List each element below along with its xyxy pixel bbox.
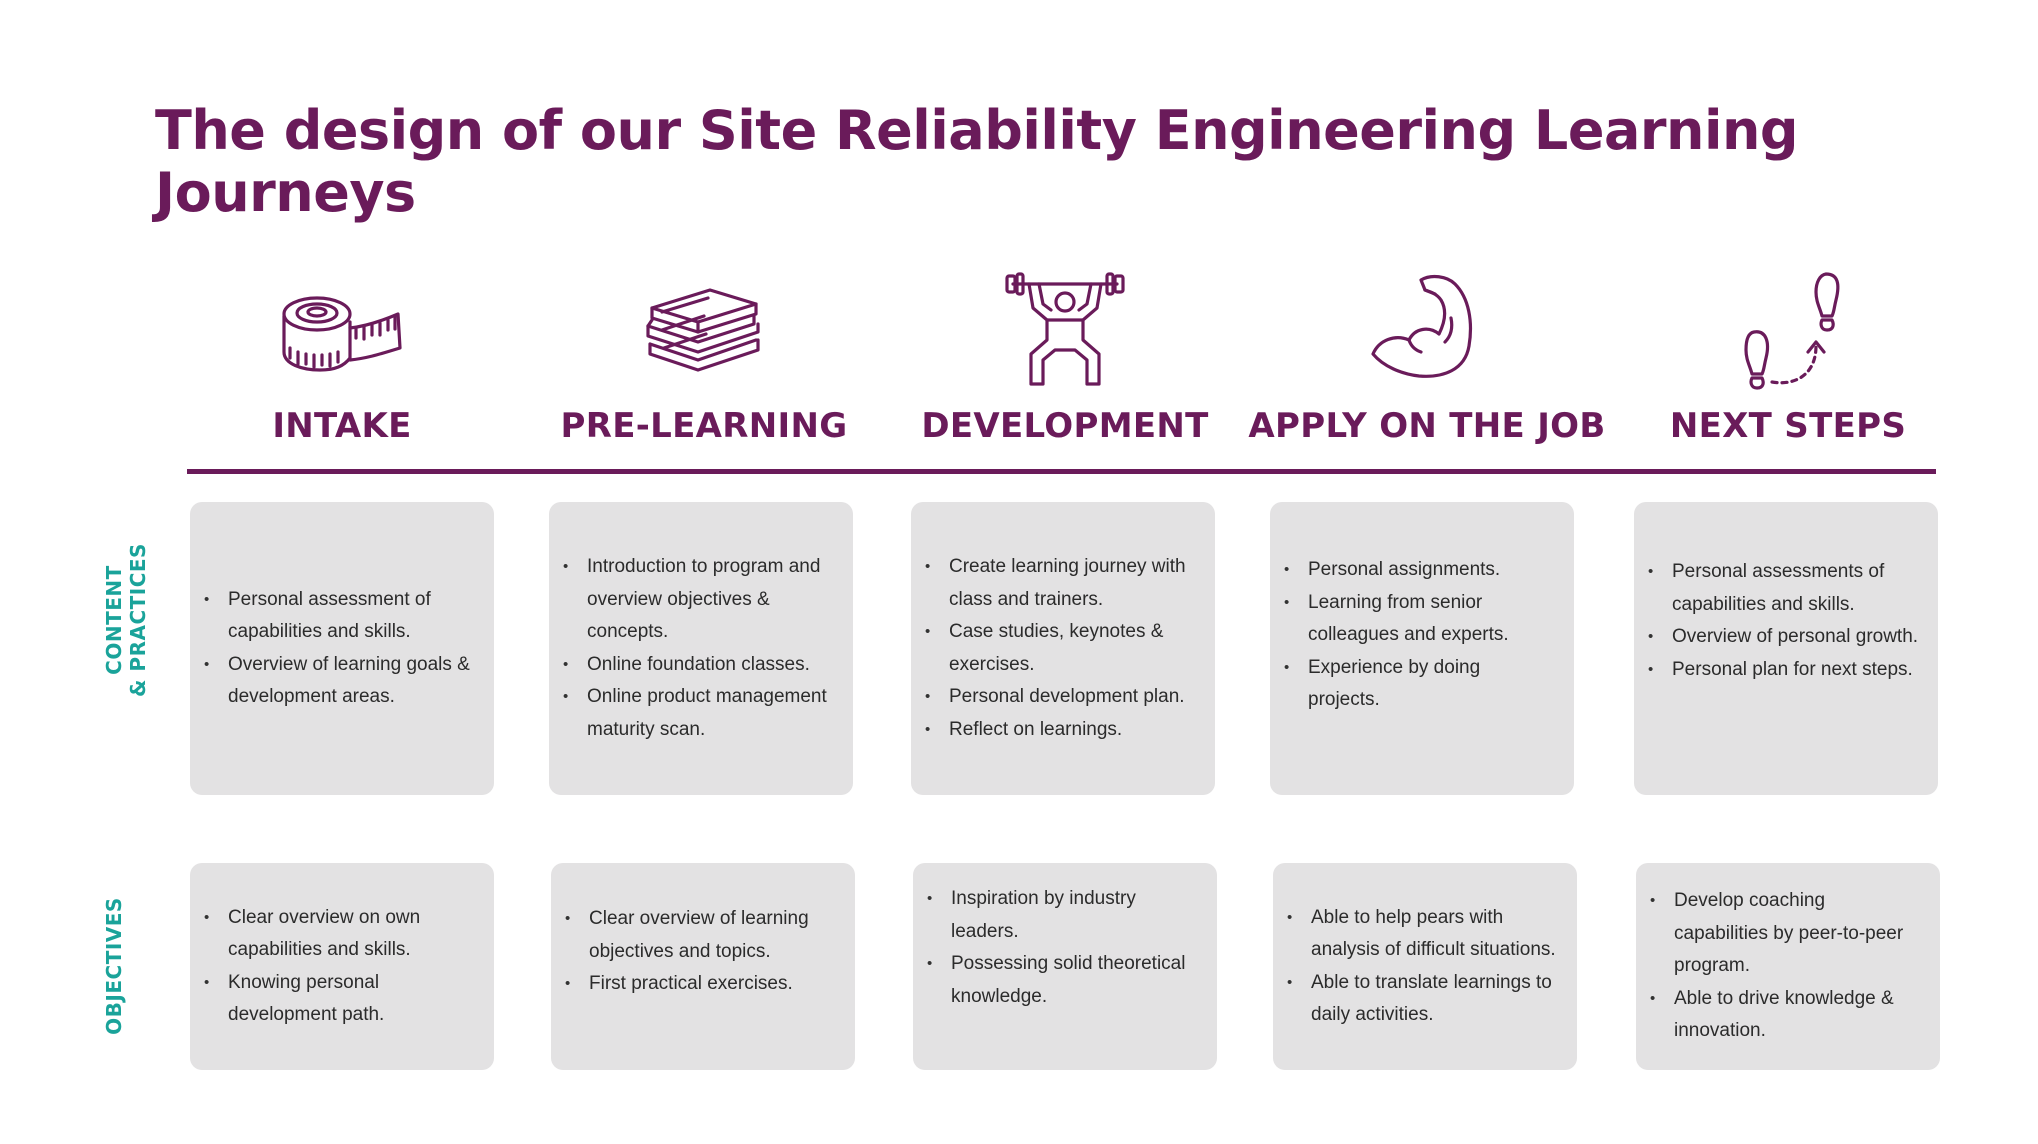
objectives-card-development: Inspiration by industry leaders. Possess… (913, 863, 1217, 1070)
objectives-list: Able to help pears with analysis of diff… (1287, 902, 1559, 1032)
content-card-development: Create learning journey with class and t… (911, 502, 1215, 795)
content-list: Introduction to program and overview obj… (563, 551, 835, 746)
objectives-list: Clear overview of learning objectives an… (565, 903, 837, 1001)
list-item: Possessing solid theoretical knowledge. (927, 948, 1199, 1013)
list-item: Introduction to program and overview obj… (563, 551, 835, 649)
list-item: Personal assignments. (1284, 554, 1556, 587)
list-item: Case studies, keynotes & exercises. (925, 616, 1197, 681)
list-item: Online foundation classes. (563, 649, 835, 682)
stage-pre-learning: PRE-LEARNING (552, 0, 856, 460)
list-item: Develop coaching capabilities by peer-to… (1650, 885, 1922, 983)
list-item: Inspiration by industry leaders. (927, 883, 1199, 948)
objectives-list: Clear overview on own capabilities and s… (204, 902, 476, 1032)
list-item: Learning from senior colleagues and expe… (1284, 587, 1556, 652)
list-item: Personal plan for next steps. (1648, 654, 1920, 687)
content-list: Personal assessment of capabilities and … (204, 584, 476, 714)
stage-label: NEXT STEPS (1669, 406, 1907, 446)
stage-next-steps: NEXT STEPS (1636, 0, 1940, 460)
content-card-intake: Personal assessment of capabilities and … (190, 502, 494, 795)
list-item: Experience by doing projects. (1284, 652, 1556, 717)
list-item: Knowing personal development path. (204, 967, 476, 1032)
list-item: Able to drive knowledge & innovation. (1650, 983, 1922, 1048)
weightlifter-icon (913, 272, 1217, 392)
row-label-content-practices: CONTENT & PRACTICES (102, 543, 150, 697)
list-item: Reflect on learnings. (925, 714, 1197, 747)
page-title: The design of our Site Reliability Engin… (155, 99, 1799, 224)
list-item: Able to help pears with analysis of diff… (1287, 902, 1559, 967)
list-item: Overview of personal growth. (1648, 621, 1920, 654)
stage-label: APPLY ON THE JOB (1248, 406, 1606, 446)
list-item: First practical exercises. (565, 968, 837, 1001)
stage-apply-on-the-job: APPLY ON THE JOB (1248, 0, 1605, 460)
content-list: Create learning journey with class and t… (925, 551, 1197, 746)
list-item: Overview of learning goals & development… (204, 649, 476, 714)
books-icon (552, 272, 856, 392)
content-card-pre-learning: Introduction to program and overview obj… (549, 502, 853, 795)
objectives-card-next-steps: Develop coaching capabilities by peer-to… (1636, 863, 1940, 1070)
row-label-objectives: OBJECTIVES (102, 897, 126, 1035)
header-divider (187, 469, 1936, 474)
list-item: Create learning journey with class and t… (925, 551, 1197, 616)
objectives-list: Inspiration by industry leaders. Possess… (927, 883, 1199, 1013)
stage-development: DEVELOPMENT (913, 0, 1217, 460)
objectives-list: Develop coaching capabilities by peer-to… (1650, 885, 1922, 1048)
list-item: Clear overview of learning objectives an… (565, 903, 837, 968)
objectives-card-intake: Clear overview on own capabilities and s… (190, 863, 494, 1070)
stage-label: DEVELOPMENT (921, 406, 1209, 446)
list-item: Online product management maturity scan. (563, 681, 835, 746)
list-item: Personal assessment of capabilities and … (204, 584, 476, 649)
stage-label: INTAKE (272, 406, 412, 446)
footsteps-icon (1636, 272, 1940, 392)
measuring-tape-icon (190, 272, 494, 392)
content-list: Personal assignments. Learning from seni… (1284, 554, 1556, 717)
content-card-apply-on-the-job: Personal assignments. Learning from seni… (1270, 502, 1574, 795)
list-item: Able to translate learnings to daily act… (1287, 967, 1559, 1032)
content-list: Personal assessments of capabilities and… (1648, 556, 1920, 686)
list-item: Personal assessments of capabilities and… (1648, 556, 1920, 621)
objectives-card-pre-learning: Clear overview of learning objectives an… (551, 863, 855, 1070)
content-card-next-steps: Personal assessments of capabilities and… (1634, 502, 1938, 795)
stage-intake: INTAKE (190, 0, 494, 460)
list-item: Personal development plan. (925, 681, 1197, 714)
stage-label: PRE-LEARNING (560, 406, 848, 446)
list-item: Clear overview on own capabilities and s… (204, 902, 476, 967)
objectives-card-apply-on-the-job: Able to help pears with analysis of diff… (1273, 863, 1577, 1070)
flexed-bicep-icon (1275, 272, 1579, 392)
